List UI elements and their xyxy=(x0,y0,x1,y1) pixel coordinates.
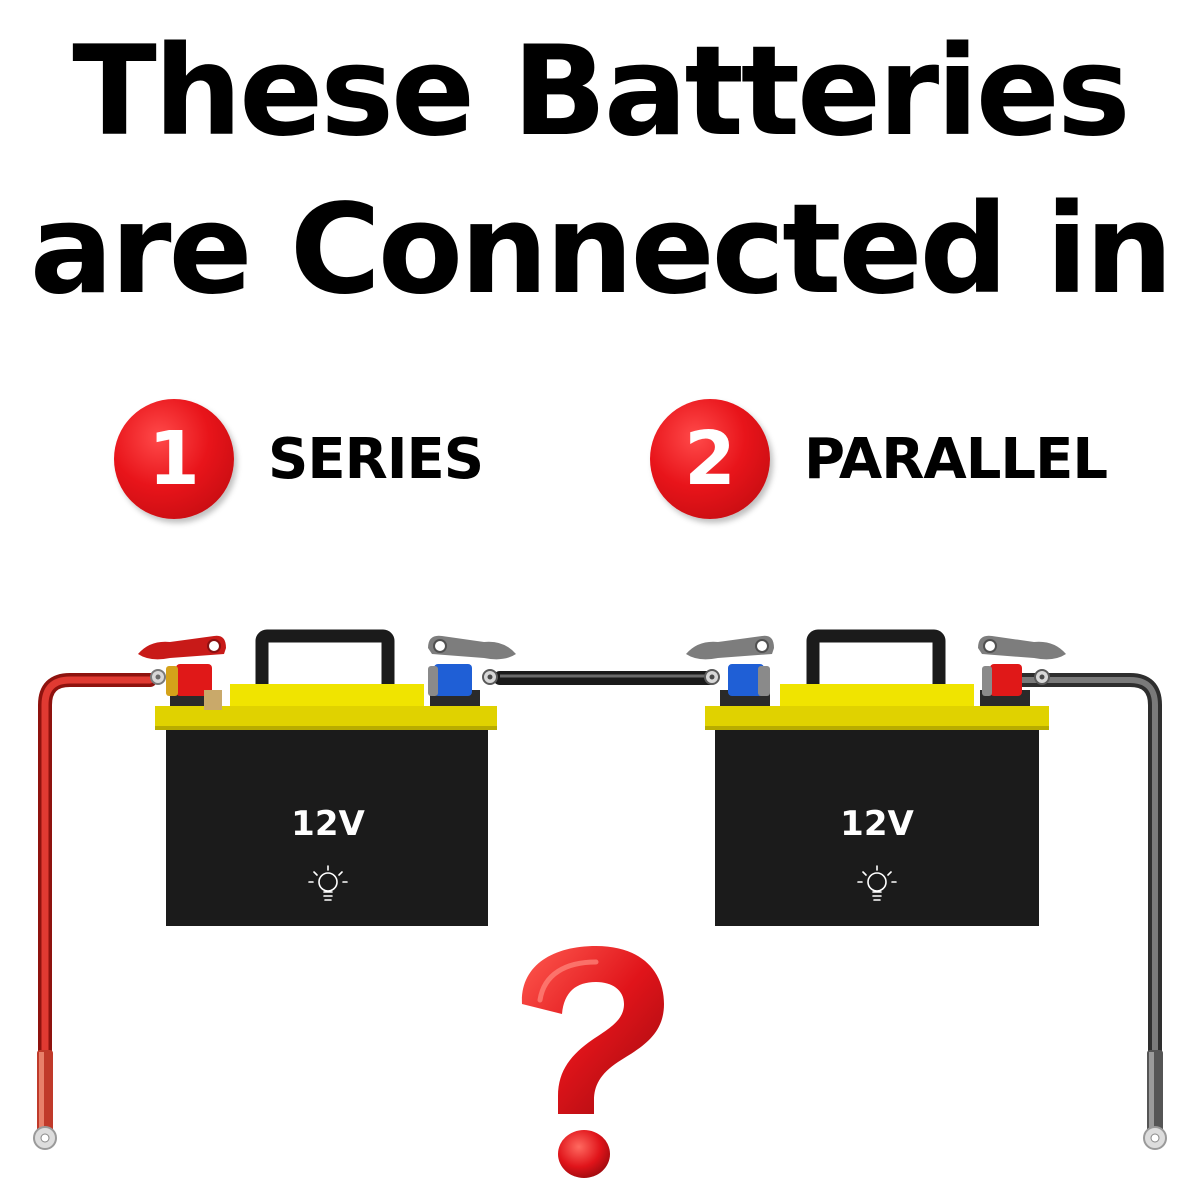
battery-2-negative-terminal xyxy=(686,635,774,706)
battery-diagram: 12V xyxy=(33,629,1167,1178)
option-parallel[interactable]: 2 PARALLEL xyxy=(650,398,1108,520)
page-title-line-2: are Connected in xyxy=(29,178,1174,322)
question-mark-icon xyxy=(521,946,664,1178)
battery-1-negative-terminal xyxy=(428,635,516,706)
battery-1-voltage: 12V xyxy=(291,804,365,844)
battery-2: 12V xyxy=(686,629,1066,926)
negative-cable-right xyxy=(1013,673,1167,1150)
battery-1: 12V xyxy=(138,629,516,926)
option-series[interactable]: 1 SERIES xyxy=(114,398,484,520)
lightbulb-icon xyxy=(857,865,897,901)
option-1-label: SERIES xyxy=(268,426,484,492)
option-1-badge: 1 xyxy=(114,399,234,519)
positive-cable-left xyxy=(33,673,157,1150)
battery-2-handle xyxy=(806,629,946,699)
option-2-badge: 2 xyxy=(650,399,770,519)
battery-2-positive-terminal xyxy=(978,635,1066,706)
option-2-label: PARALLEL xyxy=(804,426,1108,492)
link-cable xyxy=(493,671,717,685)
battery-1-positive-terminal xyxy=(138,635,226,710)
battery-2-body xyxy=(715,730,1039,926)
battery-1-body xyxy=(166,730,488,926)
lightbulb-icon xyxy=(308,865,348,901)
page-title-line-1: These Batteries xyxy=(72,20,1130,164)
battery-2-voltage: 12V xyxy=(840,804,914,844)
battery-1-handle xyxy=(255,629,395,699)
